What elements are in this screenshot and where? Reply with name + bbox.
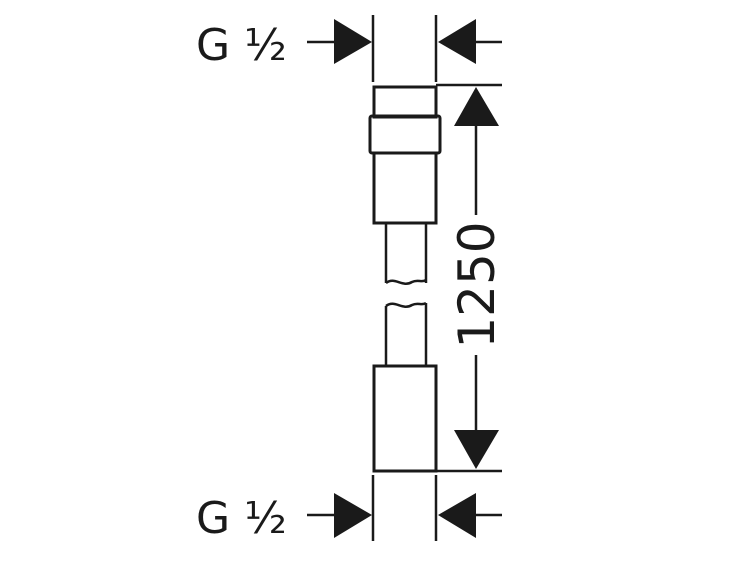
top-thread-label: G ½ bbox=[196, 20, 287, 71]
bottom-thread-label: G ½ bbox=[196, 493, 287, 544]
bottom-thread-dimension bbox=[307, 475, 502, 541]
arrow-up-icon bbox=[454, 87, 499, 126]
top-thread-dimension bbox=[307, 15, 502, 82]
arrow-down-icon bbox=[454, 430, 499, 469]
arrow-left-icon bbox=[438, 493, 476, 538]
arrow-right-icon bbox=[334, 493, 372, 538]
arrow-left-icon bbox=[438, 19, 476, 64]
hose bbox=[384, 224, 428, 366]
bottom-fitting bbox=[372, 364, 438, 473]
top-fitting bbox=[368, 85, 442, 225]
length-dimension bbox=[436, 83, 502, 473]
length-value: 1250 bbox=[448, 221, 506, 348]
arrow-right-icon bbox=[334, 19, 372, 64]
